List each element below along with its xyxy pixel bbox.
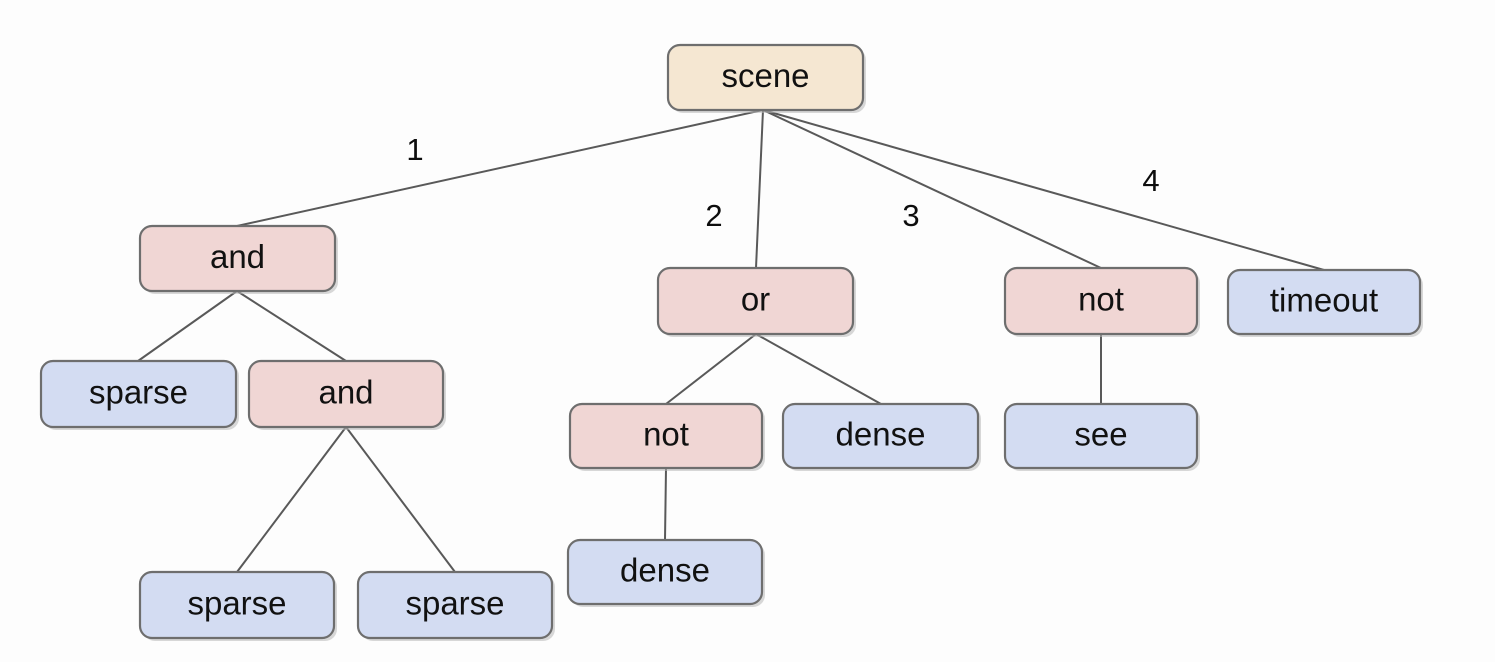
node-scene[interactable]: scene [666, 43, 866, 113]
node-sparse2[interactable]: sparse [138, 570, 337, 641]
node-box-operator[interactable] [138, 224, 337, 293]
node-dense2[interactable]: dense [566, 538, 765, 607]
node-box-operator[interactable] [247, 359, 445, 429]
node-label: timeout [1270, 282, 1378, 319]
node-box-operator[interactable] [568, 402, 764, 470]
edge-and2-to-sparse2 [236, 426, 347, 573]
node-label: scene [721, 57, 809, 94]
node-label: not [1078, 281, 1124, 318]
node-label: sparse [89, 374, 188, 411]
edge-scene-to-not1 [762, 109, 1102, 269]
node-label: dense [620, 552, 710, 589]
edge-and1-to-and2 [236, 290, 347, 362]
node-and1[interactable]: and [138, 224, 338, 294]
edge-scene-to-and1 [236, 109, 764, 227]
node-label: sparse [405, 585, 504, 622]
node-and2[interactable]: and [247, 359, 446, 430]
node-box-operator[interactable] [656, 266, 855, 336]
edge-label-2: 2 [705, 198, 722, 233]
node-box-terminal[interactable] [566, 538, 764, 606]
node-not2[interactable]: not [568, 402, 765, 471]
node-box-terminal[interactable] [1226, 268, 1422, 336]
node-box-root[interactable] [666, 43, 865, 112]
edge-scene-to-or1 [755, 109, 764, 269]
edge-and1-to-sparse1 [137, 290, 238, 362]
edge-label-1: 1 [406, 132, 423, 167]
node-box-terminal[interactable] [356, 570, 554, 640]
node-see1[interactable]: see [1003, 402, 1200, 471]
node-not1[interactable]: not [1003, 266, 1200, 337]
nodes-layer: scene and or not timeout sparse and not dense see… [39, 43, 1423, 641]
node-label: not [643, 416, 689, 453]
node-sparse1[interactable]: sparse [39, 359, 239, 430]
edge-and2-to-sparse3 [345, 426, 456, 573]
edge-scene-to-timeout1 [762, 109, 1325, 271]
node-or1[interactable]: or [656, 266, 856, 337]
node-timeout1[interactable]: timeout [1226, 268, 1423, 337]
edge-or1-to-not2 [665, 333, 757, 405]
node-label: and [210, 238, 265, 275]
node-sparse3[interactable]: sparse [356, 570, 555, 641]
node-box-terminal[interactable] [781, 402, 980, 470]
edge-label-4: 4 [1142, 163, 1159, 198]
node-box-terminal[interactable] [138, 570, 336, 640]
node-label: and [318, 374, 373, 411]
node-box-operator[interactable] [1003, 266, 1199, 336]
node-label: sparse [187, 585, 286, 622]
node-box-terminal[interactable] [1003, 402, 1199, 470]
node-label: dense [836, 416, 926, 453]
edge-labels-layer: 1 2 3 4 [406, 132, 1159, 233]
edge-or1-to-dense1 [755, 333, 882, 405]
node-dense1[interactable]: dense [781, 402, 981, 471]
node-label: or [741, 281, 770, 318]
edge-not2-to-dense2 [664, 467, 667, 541]
node-box-terminal[interactable] [39, 359, 238, 429]
edges-layer [137, 109, 1325, 573]
node-label: see [1074, 416, 1127, 453]
edge-label-3: 3 [902, 198, 919, 233]
